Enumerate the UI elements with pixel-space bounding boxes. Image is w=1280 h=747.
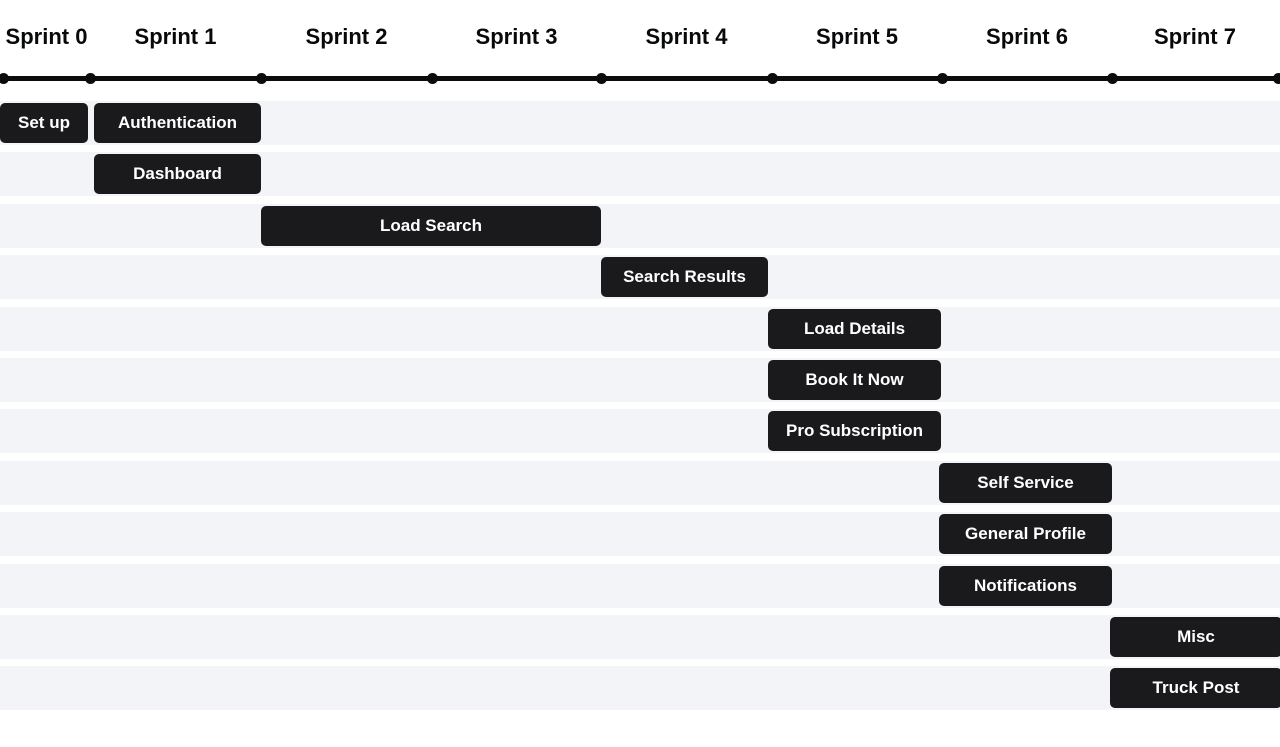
task-bar[interactable]: Misc — [1110, 617, 1280, 657]
sprint-label-3: Sprint 3 — [475, 24, 558, 49]
timeline-tick-4 — [595, 73, 607, 84]
gantt-row-band — [0, 615, 1280, 659]
timeline-tick-7 — [1106, 73, 1118, 84]
sprint-label-2: Sprint 2 — [305, 24, 388, 49]
gantt-row-band — [0, 358, 1280, 402]
timeline-axis-line — [0, 76, 1280, 81]
gantt-row-band — [0, 306, 1280, 351]
task-bar[interactable]: Authentication — [94, 103, 261, 143]
task-bar[interactable]: Load Details — [768, 308, 941, 349]
sprint-label-0: Sprint 0 — [5, 24, 88, 49]
timeline-tick-0 — [0, 73, 9, 84]
timeline-tick-8 — [1272, 73, 1280, 84]
task-bar[interactable]: Set up — [0, 103, 88, 143]
task-bar[interactable]: Search Results — [601, 257, 768, 298]
sprint-label-5: Sprint 5 — [816, 24, 898, 49]
task-bar[interactable]: Notifications — [939, 565, 1112, 606]
sprint-label-6: Sprint 6 — [986, 24, 1068, 49]
gantt-row-band — [0, 666, 1280, 711]
task-bar[interactable]: General Profile — [939, 514, 1112, 555]
task-bar[interactable]: Book It Now — [768, 360, 941, 400]
timeline-header: Sprint 0 Sprint 1 Sprint 2 Sprint 3 Sprint 4… — [0, 0, 1280, 96]
timeline-tick-5 — [766, 73, 778, 84]
task-bar[interactable]: Truck Post — [1110, 668, 1280, 709]
sprint-label-1: Sprint 1 — [134, 24, 217, 49]
gantt-row-band — [0, 409, 1280, 454]
timeline-tick-3 — [426, 73, 438, 84]
sprint-label-4: Sprint 4 — [645, 24, 728, 49]
timeline-tick-2 — [255, 73, 267, 84]
gantt-row-band — [0, 203, 1280, 248]
timeline-tick-1 — [84, 73, 96, 84]
sprint-label-7: Sprint 7 — [1154, 24, 1236, 49]
timeline-tick-6 — [936, 73, 948, 84]
task-bar[interactable]: Dashboard — [94, 154, 261, 195]
task-bar[interactable]: Self Service — [939, 462, 1112, 503]
task-bar[interactable]: Pro Subscription — [768, 411, 941, 452]
task-bar[interactable]: Load Search — [261, 205, 601, 246]
